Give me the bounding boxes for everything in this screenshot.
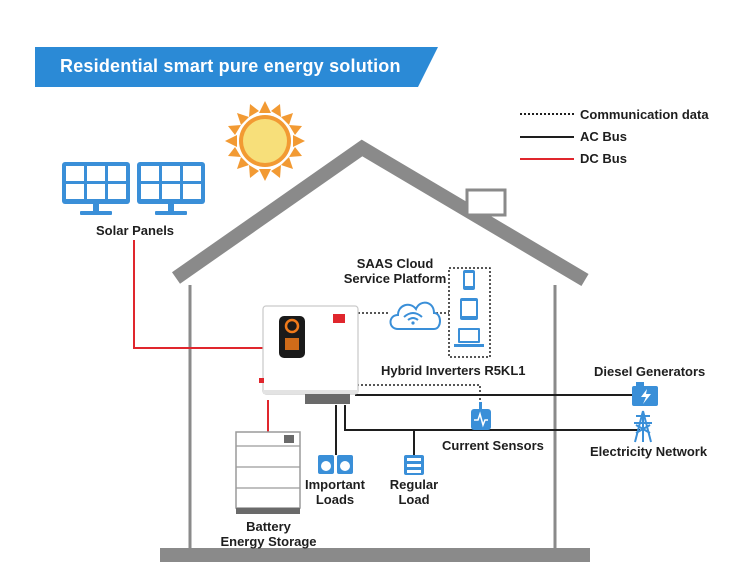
- regular-load-label: Regular Load: [384, 477, 444, 507]
- regular-line-1: Regular: [389, 477, 439, 492]
- inverter-label: Hybrid Inverters R5KL1: [381, 363, 526, 378]
- solar-panel-icon: [137, 162, 205, 215]
- tablet-icon: [460, 298, 478, 320]
- washing-machine-icon: [318, 455, 353, 474]
- banner-shape: [35, 47, 438, 87]
- important-line-2: Loads: [315, 492, 355, 507]
- current-sensor-icon: [471, 402, 491, 430]
- cloud-icon: [389, 301, 441, 330]
- saas-line-1: SAAS Cloud: [356, 256, 434, 271]
- server-icon: [404, 455, 424, 475]
- electricity-network-label: Electricity Network: [590, 444, 708, 459]
- legend-ac-swatch: [520, 136, 574, 138]
- solar-panel-icon: [62, 162, 130, 215]
- diesel-generators-label: Diesel Generators: [594, 364, 706, 379]
- important-line-1: Important: [305, 477, 365, 492]
- legend-dc-label: DC Bus: [580, 151, 627, 166]
- battery-storage-label: Battery Energy Storage: [216, 519, 321, 549]
- legend-ac-label: AC Bus: [580, 129, 627, 144]
- regular-line-2: Load: [398, 492, 430, 507]
- battery-line-1: Battery: [246, 519, 291, 534]
- legend-communication-label: Communication data: [580, 107, 709, 122]
- important-loads-label: Important Loads: [300, 477, 370, 507]
- house-floor: [160, 548, 590, 562]
- title-banner: Residential smart pure energy solution: [35, 47, 438, 87]
- sun-icon: [225, 101, 305, 181]
- phone-icon: [463, 270, 475, 290]
- legend-dotted-swatch: [520, 113, 574, 115]
- saas-line-2: Service Platform: [343, 271, 447, 286]
- diesel-generator-icon: [632, 382, 658, 406]
- banner-title: Residential smart pure energy solution: [60, 56, 401, 76]
- battery-line-2: Energy Storage: [220, 534, 317, 549]
- current-sensors-label: Current Sensors: [442, 438, 544, 453]
- hybrid-inverter: [259, 305, 359, 404]
- saas-platform-label: SAAS Cloud Service Platform: [340, 256, 450, 286]
- legend-dc-swatch: [520, 158, 574, 160]
- power-tower-icon: [634, 410, 652, 443]
- dc-bus-line: [133, 240, 263, 349]
- solar-panels-label: Solar Panels: [96, 223, 175, 238]
- ac-bus-lines: [335, 394, 640, 455]
- laptop-icon: [454, 328, 484, 347]
- house-outline: [171, 139, 589, 548]
- battery-icon: [235, 431, 301, 514]
